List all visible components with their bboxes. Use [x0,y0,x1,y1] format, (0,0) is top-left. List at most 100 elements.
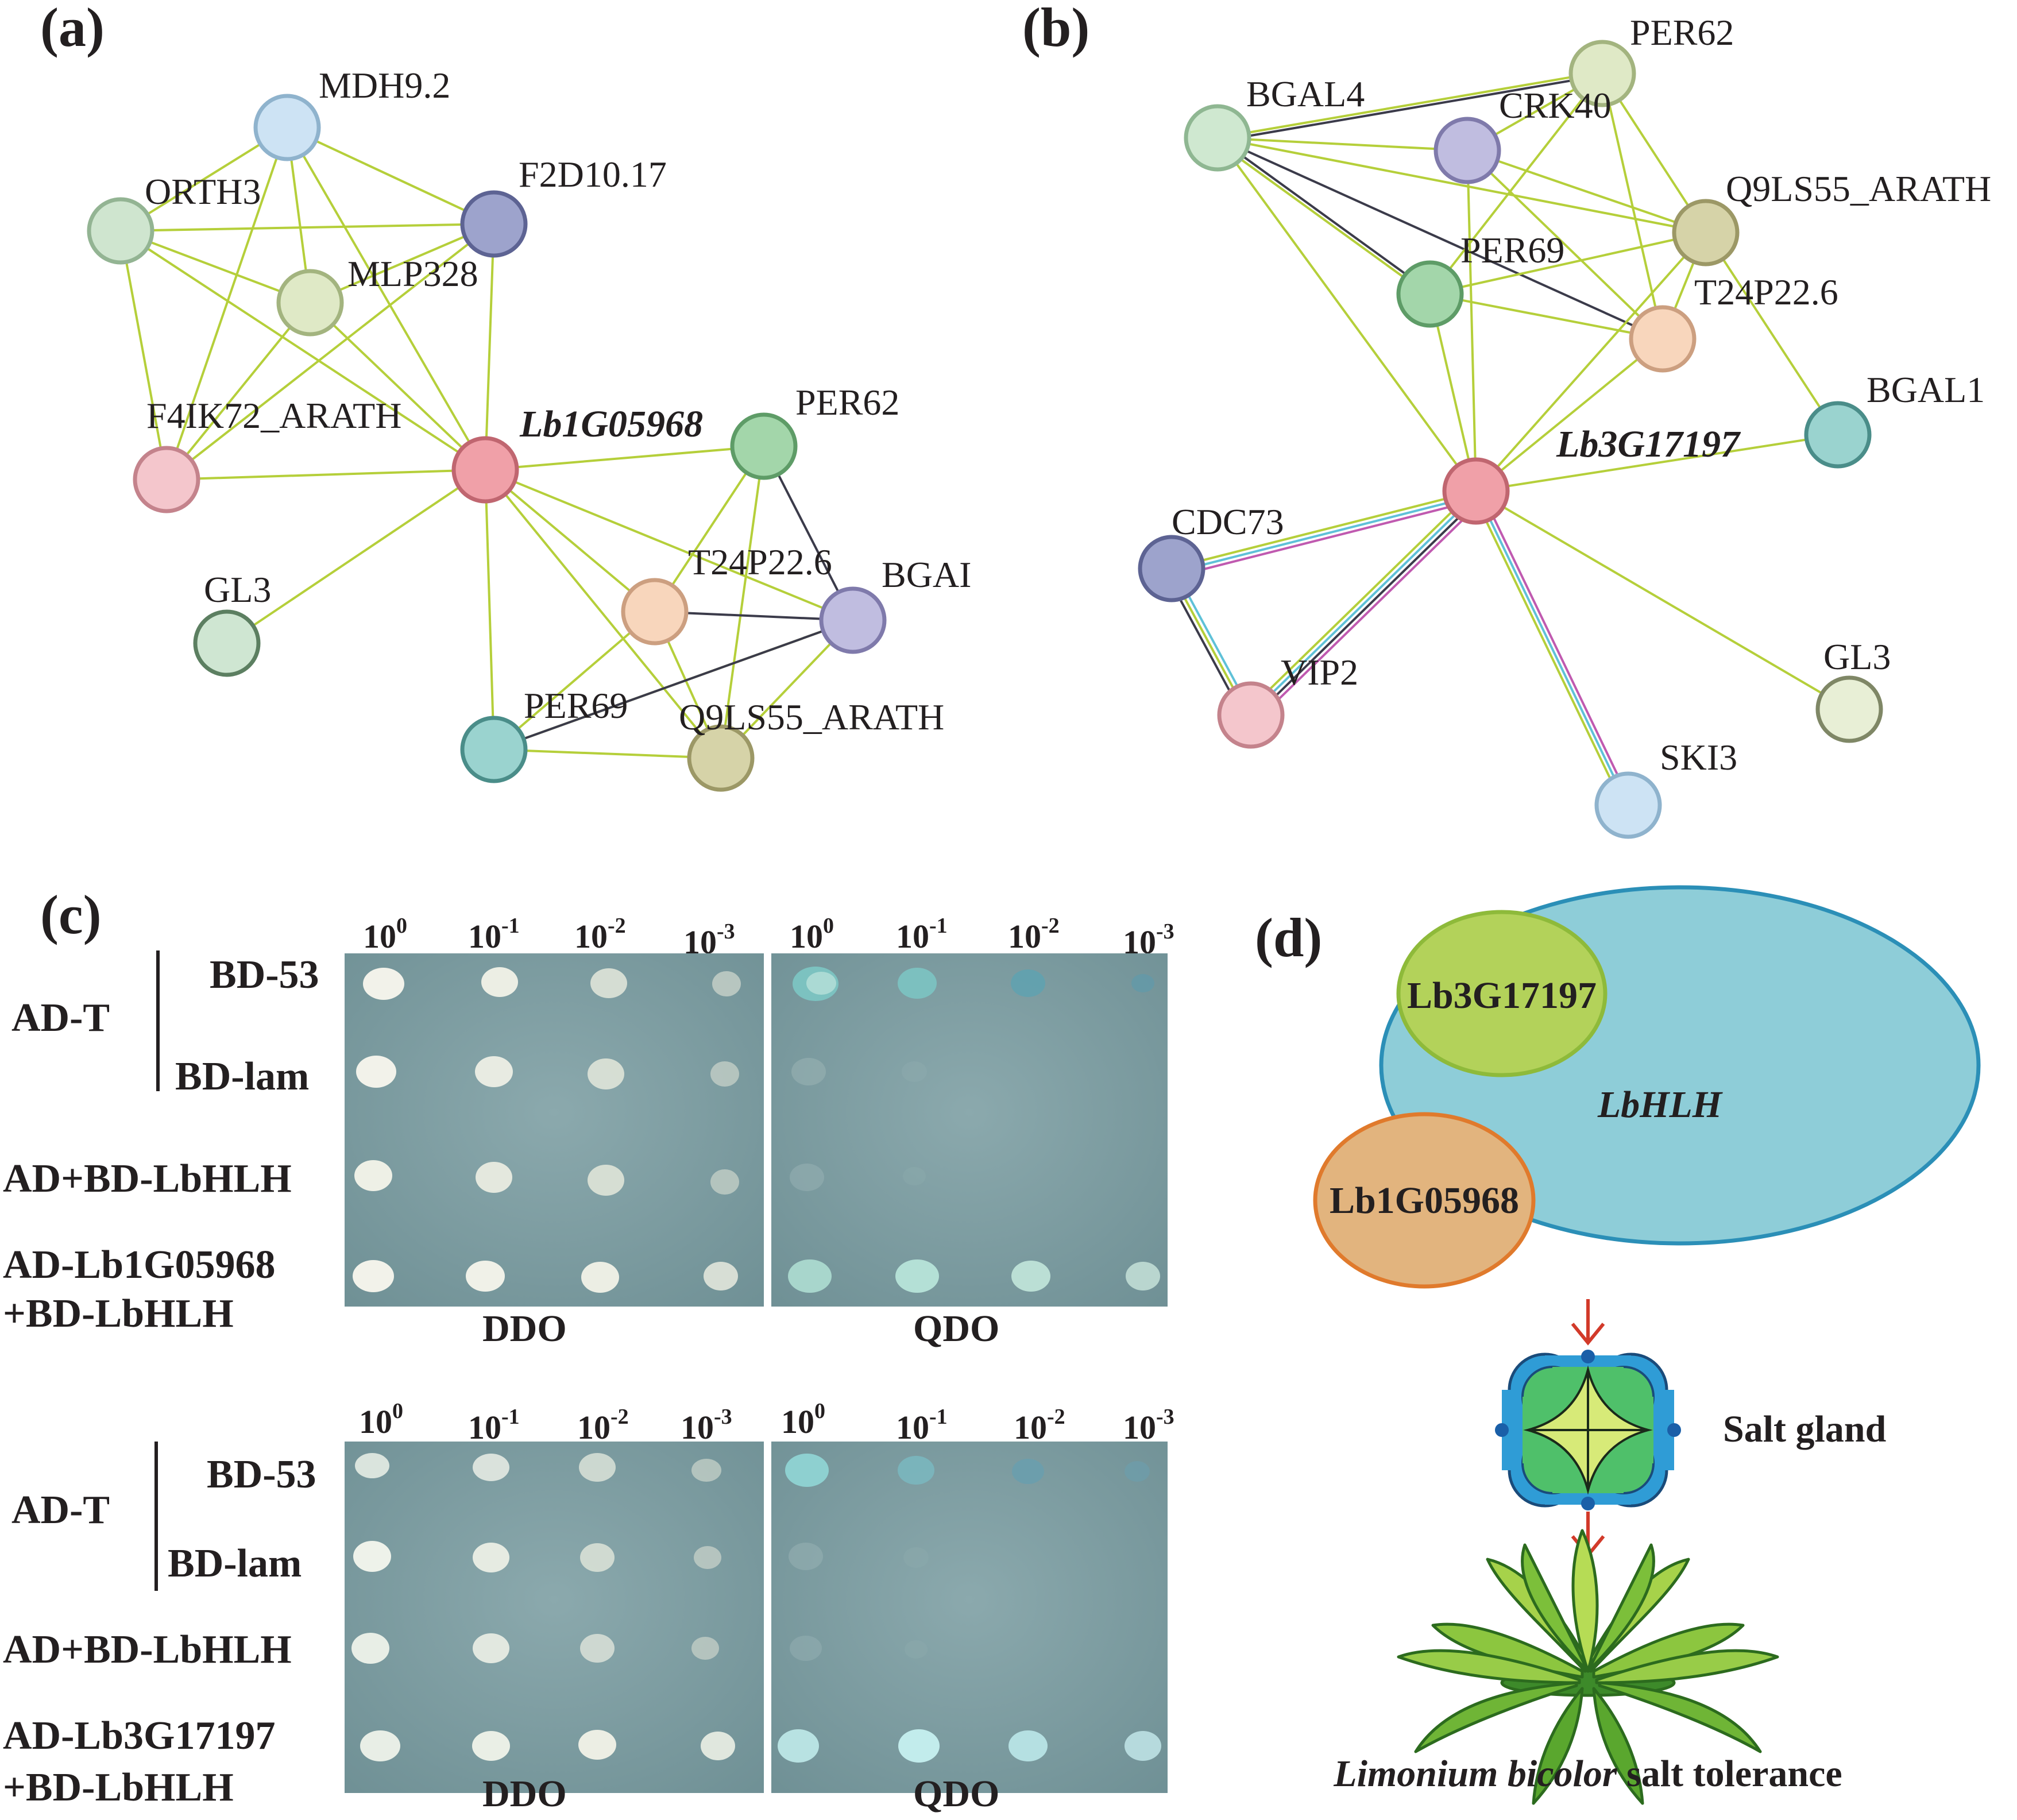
node-per62[interactable] [1568,40,1636,107]
assay-bottom: 100 10-1 10-2 10-3 100 10-1 10-2 10-3 [3,1399,1174,1815]
dilution-header: 10-1 [468,914,520,955]
edge [1217,74,1603,142]
edge [166,469,486,481]
colony [791,1058,826,1085]
colony [898,968,937,999]
colony [1011,1261,1050,1292]
label-q9ls55: Q9LS55_ARATH [679,697,944,737]
dilution-header: 100 [790,914,834,955]
label-q9ls55: Q9LS55_ARATH [1726,168,1991,209]
edge [1466,150,1477,492]
node-t24p22-6[interactable] [1629,305,1697,373]
caption-salt-tolerance: Limonium bicolor salt tolerance [1333,1753,1842,1795]
node-per69[interactable] [460,716,528,783]
colony [903,1547,929,1568]
lb3g17197-ellipse [1396,910,1608,1077]
colony [710,1061,739,1087]
node-mlp328[interactable] [276,269,344,337]
label-per69: PER69 [524,685,628,726]
edge [165,223,495,481]
node-f4ik72[interactable] [133,446,200,513]
label-f4ik72: F4IK72_ARATH [146,395,401,436]
node-per62[interactable] [730,412,798,480]
edge [1216,137,1431,293]
edge [1246,490,1474,712]
node-t24p22-6[interactable] [621,578,689,646]
node-vip2[interactable] [1217,681,1285,749]
colony [790,1636,822,1661]
label-per69: PER69 [1460,230,1564,271]
colony [712,971,741,996]
label-t24p22-6: T24P22.6 [688,542,832,582]
node-crk40[interactable] [1433,117,1501,184]
colony [1125,1731,1161,1761]
plate-qdo-bottom [771,1442,1168,1793]
label-vip2: VIP2 [1281,652,1358,693]
dilution-header: 10-2 [577,1405,629,1446]
colony [351,1633,389,1664]
label-gl3: GL3 [1823,636,1891,677]
panel-d-label: (d) [1255,907,1322,968]
node-gl3[interactable] [193,609,261,677]
node-q9ls55[interactable] [687,724,755,792]
colony [785,1454,829,1487]
node-per69[interactable] [1396,260,1464,328]
edge [1217,137,1706,234]
dilution-header: 100 [363,914,407,955]
edge [1217,137,1468,152]
edge [485,469,853,621]
edge [1174,494,1477,573]
node-bgal4[interactable] [1184,104,1251,172]
edge [119,230,486,471]
edge [1257,499,1485,721]
panel-a-labels: MDH9.2 ORTH3 F2D10.17 MLP328 F4IK72_ARAT… [145,65,971,737]
label-bgal4: BGAL4 [1246,74,1365,114]
edge [226,469,486,644]
edge [484,469,495,750]
node-ski3[interactable] [1594,771,1662,839]
label-per62: PER62 [1630,12,1734,53]
label-ad-t-bottom: AD-T [11,1488,110,1532]
edge [1476,492,1628,803]
colony [475,1056,513,1087]
label-bdlam-top: BD-lam [175,1054,309,1099]
colony [701,1732,735,1760]
label-ddo-top: DDO [482,1308,567,1350]
node-orth3[interactable] [87,197,154,265]
edge [1480,491,1632,802]
node-hub-lb3g17197[interactable] [1442,457,1510,525]
colony [581,1262,619,1293]
edge [287,126,494,225]
node-q9ls55[interactable] [1672,199,1740,266]
label-mdh9-2: MDH9.2 [319,65,450,106]
node-bgal1[interactable] [1804,401,1872,469]
colony [898,1729,940,1763]
node-mdh9-2[interactable] [253,94,321,161]
edge [1475,490,1850,710]
node-gl3[interactable] [1815,675,1883,743]
edge [484,469,722,759]
edge [1466,149,1664,340]
colony [353,1260,394,1292]
edge [1475,338,1664,492]
node-f2d10-17[interactable] [460,190,528,258]
arrow-down-icon [1571,1299,1605,1346]
label-ski3: SKI3 [1660,737,1737,778]
edge [493,619,853,751]
node-bgai[interactable] [819,586,887,654]
colony [905,1640,928,1659]
label-ad-bd-lbhlh-top: AD+BD-LbHLH [3,1157,292,1201]
qdo-colonies-top [788,967,1160,1293]
edge [493,610,656,751]
edge [165,127,288,480]
ddo-colonies-bottom [351,1453,735,1761]
colony [1011,969,1045,997]
dilution-header: 100 [781,1399,825,1440]
edge [1217,71,1603,139]
node-hub-lb1g05968[interactable] [451,436,519,504]
node-cdc73[interactable] [1138,535,1205,602]
colony [363,968,404,1000]
colony [1126,1262,1160,1290]
colony [710,1169,739,1195]
